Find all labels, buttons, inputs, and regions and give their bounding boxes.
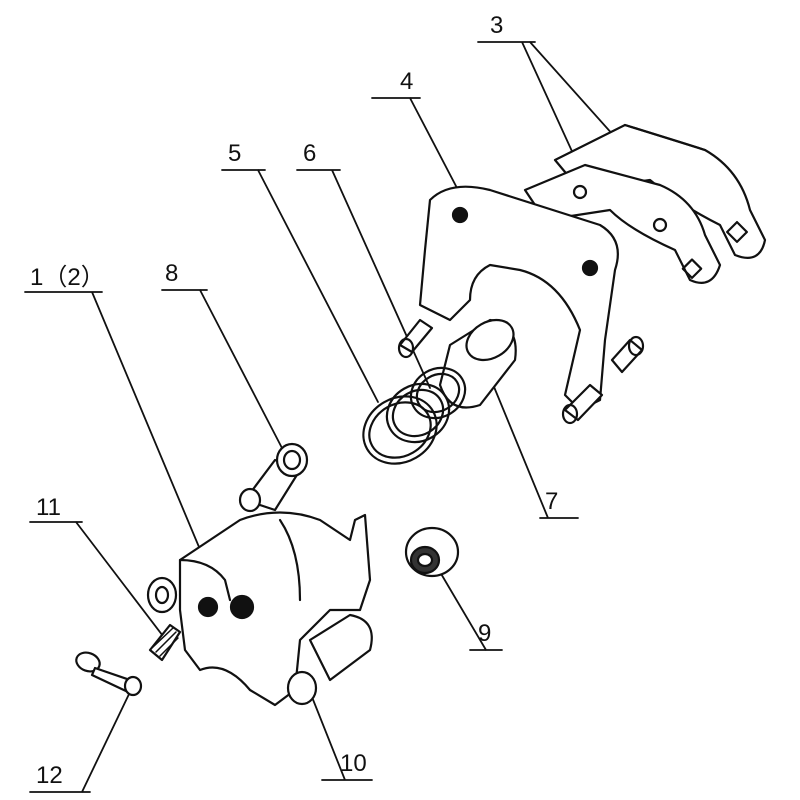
piston-part-7 <box>438 318 517 409</box>
caliper-body-part-1 <box>146 511 373 707</box>
label-part-10: 10 <box>340 750 367 777</box>
leader-lines <box>24 41 641 793</box>
label-part-6: 6 <box>303 140 317 167</box>
bleeder-screw-part-11 <box>148 623 182 662</box>
label-part-1: 1（2） <box>30 264 105 291</box>
pin-bolt-part-8 <box>238 442 309 513</box>
label-part-11: 11 <box>36 494 61 521</box>
label-part-9: 9 <box>478 620 492 647</box>
brake-pads-part-3 <box>523 123 767 284</box>
bleeder-cap-part-12 <box>75 651 143 697</box>
label-part-8: 8 <box>165 260 179 287</box>
bracket-part-4 <box>397 185 645 425</box>
label-part-3: 3 <box>490 12 504 39</box>
dust-boot-part-9 <box>404 526 460 578</box>
label-part-5: 5 <box>228 140 242 167</box>
label-part-12: 12 <box>36 762 63 789</box>
label-part-4: 4 <box>400 68 414 95</box>
seals-parts-5-6 <box>362 366 467 465</box>
label-part-7: 7 <box>545 488 559 515</box>
